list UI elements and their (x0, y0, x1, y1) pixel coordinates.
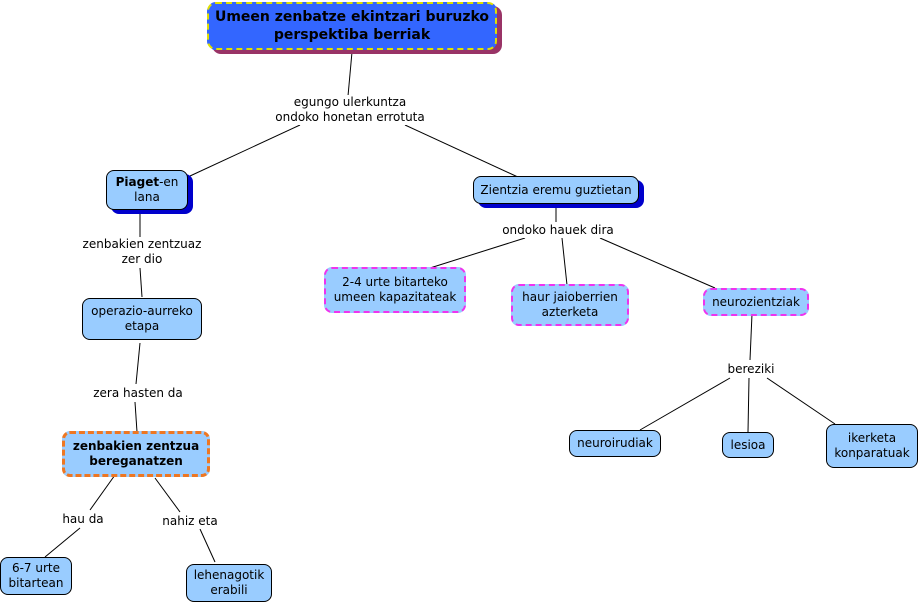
neuroirudiak-node[interactable]: neuroirudiak (569, 430, 661, 457)
connector (599, 237, 716, 289)
connector (135, 342, 141, 385)
connector (189, 124, 301, 177)
connector (89, 474, 116, 511)
link-label-hau-da: hau da (56, 512, 110, 527)
connector (766, 377, 836, 425)
connector (429, 237, 526, 269)
connector (139, 267, 143, 298)
connector (639, 377, 731, 431)
link-label-nahiz-eta: nahiz eta (156, 514, 224, 529)
neurozientziak-node[interactable]: neurozientziak (703, 288, 809, 316)
connector (561, 237, 568, 286)
connector (199, 528, 216, 563)
connector (134, 401, 138, 433)
connector (44, 527, 81, 558)
connector (404, 124, 521, 179)
connector (749, 313, 753, 361)
link-label-bereziki: bereziki (722, 362, 780, 377)
connector (347, 51, 353, 97)
link-label-zera: zera hasten da (84, 386, 192, 401)
connector (154, 477, 181, 513)
link-label-ondoko: ondoko hauek dira (496, 223, 620, 238)
lesioa-node[interactable]: lesioa (722, 432, 774, 458)
connector (747, 377, 750, 433)
zientzia-node[interactable]: Zientzia eremu guztietan (473, 176, 639, 204)
